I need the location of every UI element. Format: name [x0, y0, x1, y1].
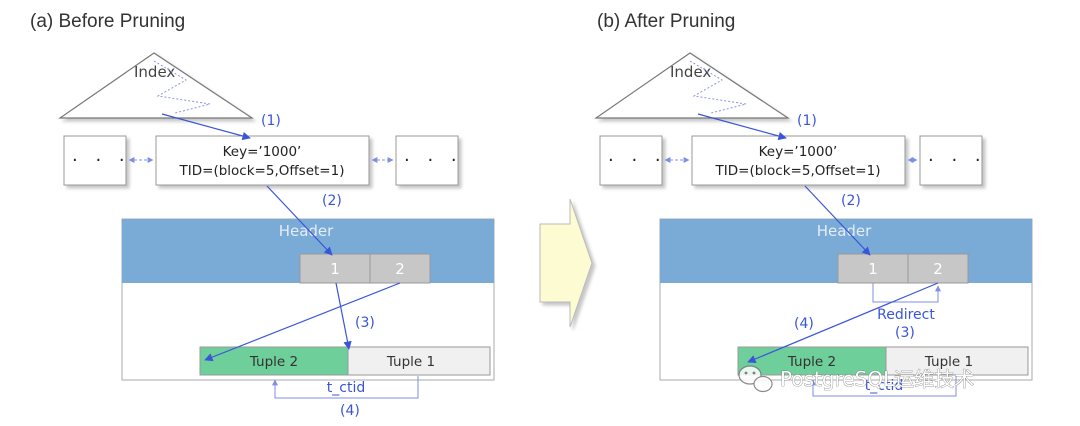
panel-title: (b) After Pruning	[597, 11, 735, 32]
tuple-1-label: Tuple 1	[924, 354, 973, 370]
redirect-label: Redirect	[877, 307, 935, 323]
tuple-2-label: Tuple 2	[787, 354, 836, 370]
step3-arrow	[335, 282, 352, 350]
index-label: Index	[134, 63, 175, 81]
tuple-1	[347, 346, 491, 376]
line-pointer-2-label: 2	[395, 260, 405, 278]
step2-arrow	[266, 185, 333, 256]
step1-label: (1)	[797, 113, 817, 129]
transition-arrow	[539, 198, 593, 328]
tuple-1-label: Tuple 1	[386, 354, 435, 370]
index-path	[689, 60, 747, 114]
tuple-1	[885, 346, 1029, 376]
pointer2-arrow	[204, 282, 401, 362]
tuple-2-label: Tuple 2	[249, 354, 298, 370]
ellipsis: · · ·	[608, 150, 667, 171]
index-triangle	[58, 52, 254, 119]
index-entry-right	[395, 135, 459, 186]
ctid-label: t_ctid	[865, 378, 903, 394]
ellipsis: · · ·	[72, 150, 131, 171]
step4-label: (4)	[340, 403, 360, 419]
header-label: Header	[279, 222, 334, 240]
watermark: PostgreSQL运维技术	[738, 365, 975, 393]
step3-label: (3)	[895, 325, 915, 341]
ctid-arrow	[810, 376, 957, 397]
line-pointer-2	[369, 253, 431, 284]
step1-arrow	[161, 113, 251, 141]
index-triangle	[594, 52, 790, 119]
index-label: Index	[670, 63, 711, 81]
step2-label: (2)	[322, 193, 342, 209]
index-entry-key	[155, 135, 370, 186]
index-entry-left	[599, 135, 663, 186]
index-path	[153, 60, 211, 114]
step2-arrow	[804, 185, 871, 256]
ellipsis: · · ·	[404, 150, 463, 171]
panel-after-pruning: (b) After Pruning Index · · · Key=’1000’…	[594, 11, 1033, 397]
index-entry-key	[691, 135, 906, 186]
ctid-label: t_ctid	[327, 380, 365, 396]
wechat-icon	[738, 365, 773, 393]
ellipsis: · · ·	[928, 150, 987, 171]
line-pointer-1	[837, 253, 909, 284]
step4-arrow	[747, 282, 939, 363]
panel-before-pruning: (a) Before Pruning Index · · · Key=’1000…	[30, 11, 495, 419]
step3-label: (3)	[355, 315, 375, 331]
ctid-arrow	[272, 376, 419, 399]
step1-label: (1)	[261, 113, 281, 129]
index-entry-right	[919, 135, 983, 186]
line-pointer-2	[907, 253, 969, 284]
line-pointer-2-label: 2	[933, 260, 943, 278]
key-label: Key=’1000’	[223, 144, 302, 160]
line-pointer-1-label: 1	[330, 260, 340, 278]
key-label: Key=’1000’	[759, 144, 838, 160]
watermark-text: PostgreSQL运维技术	[780, 367, 974, 391]
tid-label: TID=(block=5,Offset=1)	[715, 163, 881, 179]
tuple-2	[199, 346, 349, 376]
redirect-arrow	[872, 283, 941, 303]
step2-label: (2)	[841, 193, 861, 209]
step4-label: (4)	[794, 316, 814, 332]
panel-title: (a) Before Pruning	[30, 11, 185, 32]
line-pointer-1-label: 1	[868, 260, 878, 278]
index-entry-left	[63, 135, 127, 186]
step1-arrow	[697, 113, 787, 141]
tid-label: TID=(block=5,Offset=1)	[179, 163, 345, 179]
header-label: Header	[817, 222, 872, 240]
